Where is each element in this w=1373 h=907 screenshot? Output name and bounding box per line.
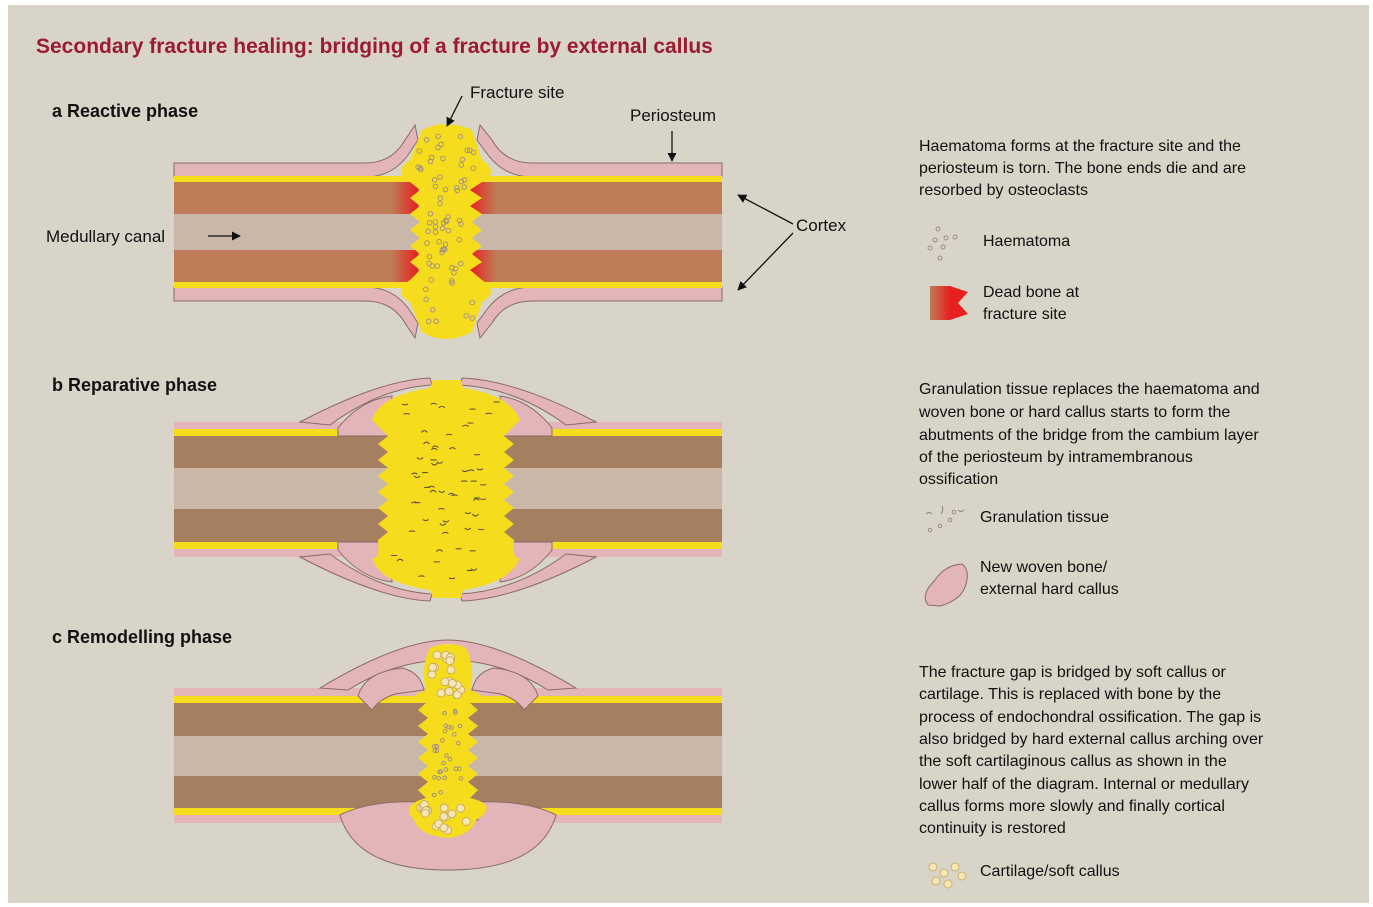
svg-text:periosteum is torn. The bone e: periosteum is torn. The bone ends die an… (919, 160, 1246, 177)
svg-text:process of endochondral ossifi: process of endochondral ossification. Th… (919, 709, 1261, 726)
svg-text:lower half of the diagram. Int: lower half of the diagram. Internal or m… (919, 776, 1249, 793)
periosteum-label: Periosteum (630, 106, 716, 125)
legend-granulation-tissue: Granulation tissue (980, 509, 1109, 526)
woven-bone-icon (925, 564, 967, 606)
fracture-site-label: Fracture site (470, 83, 564, 102)
legend-dead-bone-line1: Dead bone at (983, 284, 1080, 301)
legend-cartilage: Cartilage/soft callus (980, 863, 1120, 880)
reactive-phase-bone (174, 124, 722, 339)
remodelling-phase-bone (174, 640, 722, 870)
svg-text:ossification: ossification (919, 471, 998, 488)
cortex-arrow-top (738, 195, 793, 224)
phase-b-heading: b Reparative phase (52, 375, 217, 395)
svg-text:Haematoma forms at the fractur: Haematoma forms at the fracture site and… (919, 138, 1241, 155)
svg-text:resorbed by osteoclasts: resorbed by osteoclasts (919, 182, 1088, 199)
reparative-phase-bone (174, 378, 722, 601)
svg-text:cartilage. This is replaced wi: cartilage. This is replaced with bone by… (919, 686, 1221, 703)
fracture-site-arrow (447, 96, 462, 126)
svg-text:Granulation tissue replaces th: Granulation tissue replaces the haematom… (919, 381, 1260, 398)
phase-c-heading: c Remodelling phase (52, 627, 232, 647)
cortex-label: Cortex (796, 216, 847, 235)
cartilage-soft-callus-icon (929, 863, 966, 888)
svg-text:woven bone or hard callus star: woven bone or hard callus starts to form… (918, 404, 1230, 421)
granulation-tissue-icon (926, 506, 964, 532)
phase-a-heading: a Reactive phase (52, 101, 198, 121)
medullary-canal-label: Medullary canal (46, 227, 165, 246)
svg-text:of the periosteum by intramemb: of the periosteum by intramembranous (919, 449, 1193, 466)
diagram-title: Secondary fracture healing: bridging of … (36, 35, 713, 58)
phase-b-description: Granulation tissue replaces the haematom… (918, 381, 1260, 488)
dead-bone-icon (930, 286, 968, 320)
phase-a-description: Haematoma forms at the fracture site and… (919, 138, 1246, 199)
legend-haematoma: Haematoma (983, 233, 1070, 250)
svg-text:The fracture gap is bridged by: The fracture gap is bridged by soft call… (919, 664, 1226, 681)
legend-woven-bone-line2: external hard callus (980, 581, 1119, 598)
svg-text:the soft cartilaginous callus: the soft cartilaginous callus as shown i… (919, 753, 1227, 770)
svg-text:abutments of the bridge from t: abutments of the bridge from the cambium… (919, 427, 1259, 444)
legend-woven-bone-line1: New woven bone/ (980, 559, 1108, 576)
svg-text:callus forms more slowly and f: callus forms more slowly and finally cor… (919, 798, 1225, 815)
legend-dead-bone-line2: fracture site (983, 306, 1067, 323)
svg-text:also bridged by hard external: also bridged by hard external callus arc… (919, 731, 1264, 748)
phase-c-description: The fracture gap is bridged by soft call… (919, 664, 1264, 837)
svg-text:continuity is restored: continuity is restored (919, 820, 1066, 837)
haematoma-dots-icon (928, 227, 957, 260)
cortex-arrow-bottom (738, 233, 793, 290)
